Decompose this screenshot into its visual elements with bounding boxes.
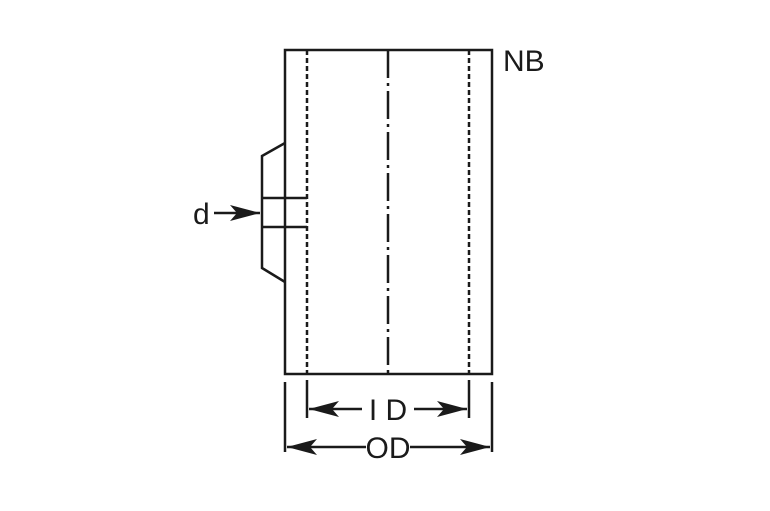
od-label: OD: [366, 432, 411, 465]
nb-label: NB: [503, 45, 545, 78]
branch-boss: [260, 141, 286, 284]
d-label: d: [193, 198, 210, 231]
id-label: I D: [369, 394, 407, 427]
